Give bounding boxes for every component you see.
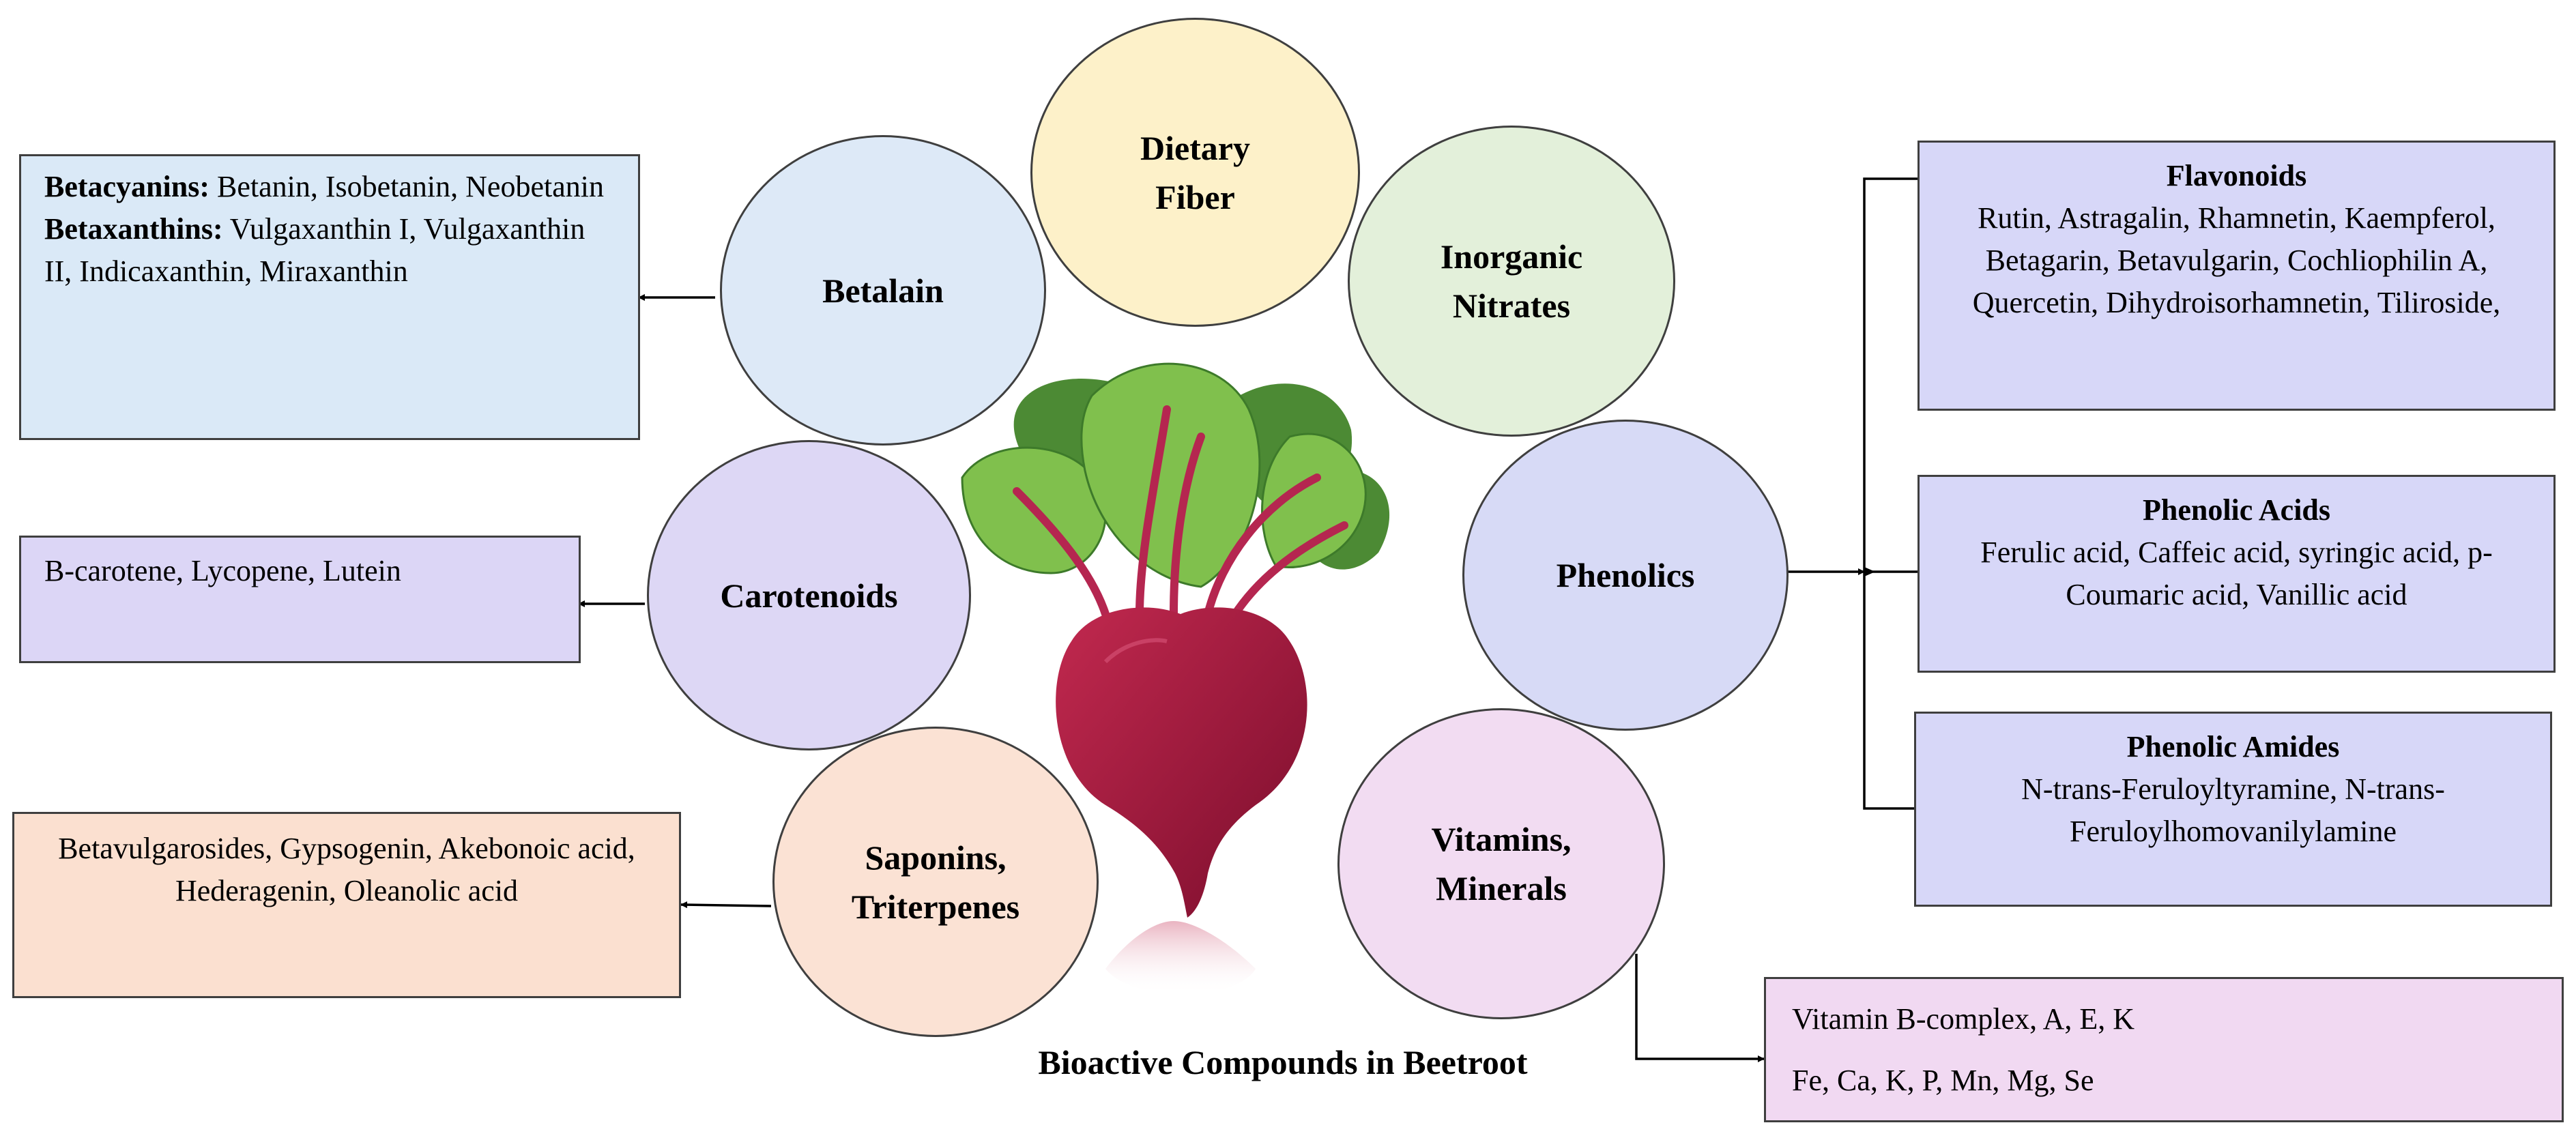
betaxanthins-label: Betaxanthins: [44,212,223,246]
box-phenolic-amides: Phenolic Amides N-trans-Feruloyltyramine… [1914,712,2552,907]
beetroot-illustration [961,362,1390,995]
box-phenolic-acids: Phenolic Acids Ferulic acid, Caffeic aci… [1917,475,2556,673]
box-saponins: Betavulgarosides, Gypsogenin, Akebonoic … [12,812,681,998]
betacyanins-label: Betacyanins: [44,170,209,203]
beet-stems [1013,405,1348,618]
box-vitamins: Vitamin B-complex, A, E, K Fe, Ca, K, P,… [1764,977,2564,1122]
circle-dietary-fiber: Dietary Fiber [1030,18,1360,327]
phenolic-acids-text: Ferulic acid, Caffeic acid, syringic aci… [1980,536,2493,611]
betaxanthins-text: Vulgaxanthin I, Vulgaxanthin II, Indicax… [44,212,585,288]
circle-carotenoids: Carotenoids [647,440,971,750]
flavonoids-text: Rutin, Astragalin, Rhamnetin, Kaempferol… [1972,201,2501,319]
flavonoids-title: Flavonoids [2166,159,2307,192]
circle-vitamins: Vitamins, Minerals [1337,708,1665,1019]
arrow-saponins [680,901,772,909]
circle-label: Carotenoids [720,576,898,615]
phenolic-amides-title: Phenolic Amides [2126,730,2340,763]
circle-inorganic-nitrates: Inorganic Nitrates [1348,126,1675,437]
beet-reflection [1105,921,1256,995]
phenolic-amides-text: N-trans-Feruloyltyramine, N-trans-Ferulo… [2021,772,2445,848]
betacyanins-line: Betacyanins: Betanin, Isobetanin, Neobet… [44,166,615,208]
diagram-caption: Bioactive Compounds in Beetroot [1038,1043,1528,1081]
saponins-text: Betavulgarosides, Gypsogenin, Akebonoic … [58,832,635,907]
vitamins-line: Vitamin B-complex, A, E, K [1792,1002,2135,1036]
box-betalain: Betacyanins: Betanin, Isobetanin, Neobet… [19,154,640,440]
circle-label: Inorganic Nitrates [1440,237,1583,325]
beet-root [1056,607,1307,918]
leaf-front [961,362,1367,588]
phenolic-acids-title: Phenolic Acids [2142,493,2331,527]
circle-label: Vitamins, Minerals [1431,820,1572,907]
arrow-vitamins [1635,954,1765,1062]
box-carotenoids: B-carotene, Lycopene, Lutein [19,536,581,663]
minerals-line: Fe, Ca, K, P, Mn, Mg, Se [1792,1064,2094,1097]
carotenoids-text: B-carotene, Lycopene, Lutein [44,554,401,587]
circle-label: Dietary Fiber [1140,128,1251,216]
circle-label: Phenolics [1556,556,1695,594]
phenolics-bracket [1863,177,1917,810]
betaxanthins-line: Betaxanthins: Vulgaxanthin I, Vulgaxanth… [44,208,615,293]
circle-phenolics: Phenolics [1462,420,1789,731]
box-flavonoids: Flavonoids Rutin, Astragalin, Rhamnetin,… [1917,141,2556,411]
circle-label: Betalain [822,271,944,310]
betacyanins-text: Betanin, Isobetanin, Neobetanin [209,170,604,203]
circle-betalain: Betalain [720,135,1046,446]
circle-saponins: Saponins, Triterpenes [772,727,1099,1037]
circle-label: Saponins, Triterpenes [851,838,1020,926]
